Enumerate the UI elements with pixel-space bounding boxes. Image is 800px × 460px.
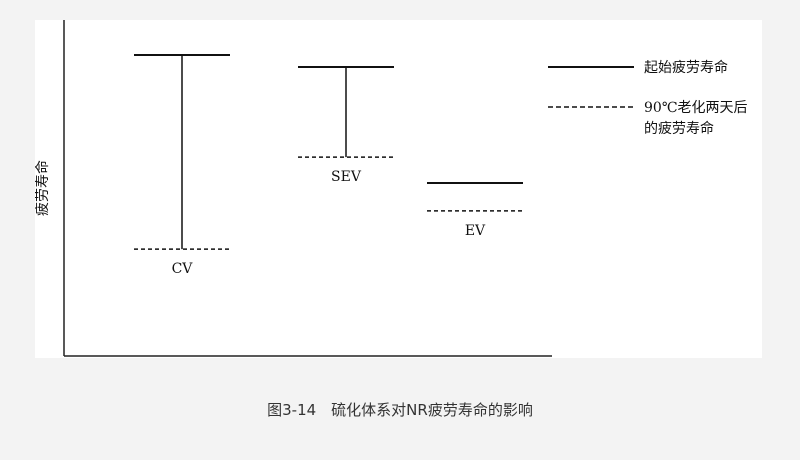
legend-label-solid: 起始疲劳寿命	[644, 59, 728, 76]
figure-panel: 疲劳寿命 CV SEV EV 起始疲劳寿命 90℃老化两天后的疲劳寿命	[35, 20, 762, 358]
figure-caption: 图3-14 硫化体系对NR疲劳寿命的影响	[267, 401, 533, 419]
category-label-EV: EV	[465, 223, 486, 239]
legend-label-dashed: 90℃老化两天后	[644, 100, 747, 116]
y-axis-label: 疲劳寿命	[35, 160, 51, 216]
category-label-CV: CV	[172, 261, 194, 277]
category-label-SEV: SEV	[331, 169, 362, 185]
legend-label-dashed: 的疲劳寿命	[644, 120, 714, 137]
